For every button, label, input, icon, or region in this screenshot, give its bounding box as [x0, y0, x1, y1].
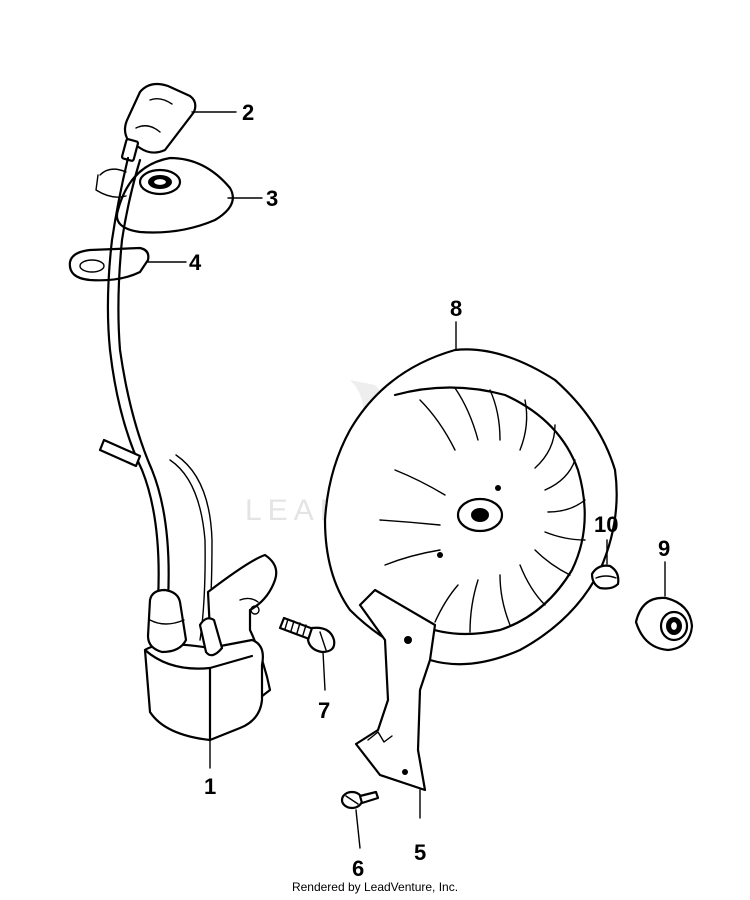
callout-8: 8 [450, 296, 462, 321]
flywheel[interactable] [323, 348, 618, 666]
flange-bolt[interactable] [278, 616, 336, 654]
callout-3: 3 [266, 186, 278, 211]
footer-credit: Rendered by LeadVenture, Inc. [291, 880, 459, 894]
spark-plug-cap[interactable] [120, 82, 197, 162]
callout-10: 10 [594, 512, 618, 537]
callout-9: 9 [658, 536, 670, 561]
leader-lines [147, 111, 666, 849]
ignition-lead [95, 156, 213, 641]
woodruff-key[interactable] [590, 564, 620, 590]
grommet[interactable] [115, 156, 234, 234]
ignition-coil[interactable] [143, 553, 278, 742]
flange-nut[interactable] [634, 596, 694, 652]
washer-screw[interactable] [340, 790, 380, 810]
bracket-plate[interactable] [354, 588, 437, 792]
callout-2: 2 [242, 100, 254, 125]
callout-5: 5 [414, 840, 426, 865]
callout-4: 4 [189, 250, 202, 275]
callout-numbers: 2 3 4 1 5 6 7 8 9 10 [189, 100, 670, 881]
callout-7: 7 [318, 698, 330, 723]
callout-1: 1 [204, 774, 216, 799]
callout-6: 6 [352, 856, 364, 881]
